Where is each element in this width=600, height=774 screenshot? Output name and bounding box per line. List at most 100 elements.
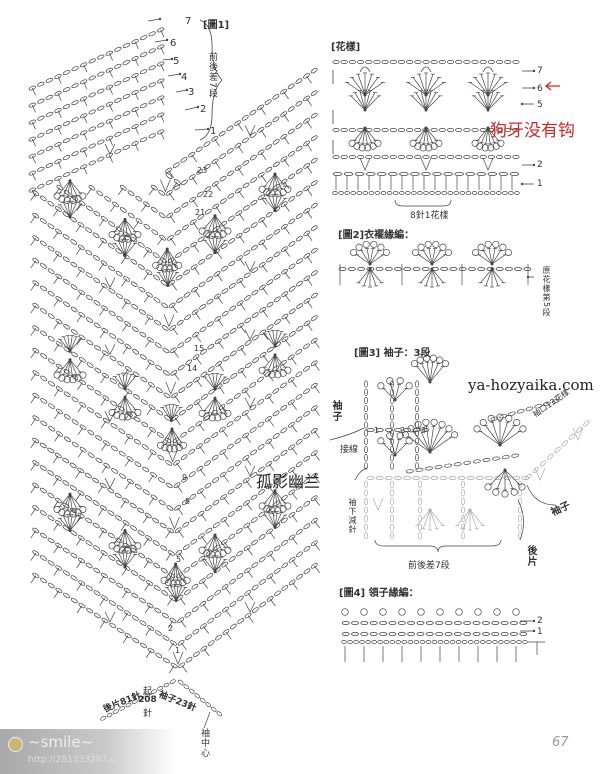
double-crochet-stitch (283, 136, 290, 145)
fan-stitch (69, 515, 77, 531)
chain-stitch (272, 388, 280, 394)
chain-stitch (395, 640, 402, 644)
chain-stitch (86, 317, 94, 323)
chain-stitch (257, 466, 265, 473)
chain-stitch (138, 696, 145, 701)
picot-stitch (284, 366, 292, 374)
chain-stitch (47, 335, 55, 342)
chain-stitch (296, 551, 303, 558)
fan-stitch (412, 77, 427, 96)
figure-3-sleeve-chart (364, 354, 590, 553)
picot-stitch (481, 144, 489, 152)
double-crochet-stitch (306, 300, 313, 309)
double-crochet-stitch (31, 138, 36, 147)
double-crochet-stitch (76, 537, 82, 546)
fan-stitch (485, 127, 489, 144)
double-crochet-stitch (53, 477, 59, 486)
fan-stitch (425, 74, 434, 96)
chain-stitch (250, 494, 258, 501)
picot-stitch (398, 608, 406, 616)
fan-stitch (487, 74, 496, 96)
chain-stitch (287, 83, 295, 90)
double-crochet-stitch (109, 70, 113, 78)
double-crochet-stitch (171, 181, 178, 190)
chain-stitch (465, 172, 475, 176)
fan-stitch (171, 428, 179, 445)
fan-stitch (473, 95, 489, 111)
chain-stitch (519, 621, 528, 625)
fan-stitch (204, 559, 216, 572)
chain-stitch (219, 198, 227, 204)
v-stitch (165, 381, 177, 395)
chain-stitch (177, 342, 185, 348)
chain-stitch (130, 281, 138, 288)
chain-stitch (86, 362, 94, 368)
row-arrow (154, 39, 168, 43)
chain-stitch (137, 264, 145, 270)
chain-stitch (418, 523, 422, 531)
fan-stitch (274, 195, 282, 211)
fan-base (169, 419, 173, 422)
double-crochet-stitch (313, 430, 320, 439)
chain-stitch (288, 286, 296, 292)
chain-stitch (213, 293, 221, 300)
fan-stitch (274, 490, 286, 504)
chain-stitch (539, 460, 547, 467)
chain-stitch (40, 398, 48, 404)
picot-stitch (113, 234, 121, 242)
chain-stitch (403, 267, 412, 271)
chain-stitch (62, 70, 71, 75)
chain-stitch (32, 212, 40, 219)
chain-stitch (138, 552, 146, 559)
double-crochet-stitch (291, 469, 298, 478)
chain-stitch (88, 143, 96, 149)
double-crochet-stitch (100, 375, 106, 384)
picot-stitch (208, 414, 216, 422)
chain-stitch (287, 128, 295, 135)
chain-stitch (509, 172, 520, 176)
chain-stitch (418, 480, 422, 488)
chain-stitch (189, 688, 195, 694)
double-crochet-stitch (30, 440, 37, 449)
fan-stitch (67, 359, 71, 376)
picot-stitch (429, 354, 437, 362)
chain-stitch (514, 267, 523, 271)
fan-stitch (429, 426, 434, 453)
chain-stitch (449, 267, 458, 271)
chain-stitch (441, 191, 447, 195)
double-crochet-stitch (83, 64, 88, 73)
chain-stitch (241, 115, 249, 121)
chain-stitch (390, 515, 394, 523)
fan-stitch (497, 469, 506, 489)
v-stitch (104, 611, 116, 623)
chain-stitch (444, 621, 453, 625)
chain-stitch (32, 302, 40, 309)
picot-arch (482, 66, 494, 73)
picot-stitch (203, 412, 211, 420)
chain-stitch (32, 257, 40, 264)
double-crochet-stitch (165, 530, 171, 539)
chain-stitch (148, 133, 156, 139)
chain-stitch (141, 444, 149, 450)
chain-stitch (47, 290, 55, 297)
chain-stitch (191, 583, 199, 590)
chain-stitch (221, 310, 229, 317)
chain-stitch (32, 235, 40, 241)
fan-base (68, 215, 72, 219)
chain-stitch (251, 539, 258, 546)
double-crochet-stitch (269, 553, 276, 562)
chain-stitch (137, 530, 145, 536)
chain-stitch (421, 428, 430, 432)
double-crochet-stitch (145, 650, 152, 659)
chain-stitch (418, 515, 422, 523)
double-crochet-stitch (193, 266, 200, 275)
chain-stitch (273, 478, 281, 484)
chain-stitch (243, 250, 251, 256)
chain-stitch (375, 476, 384, 480)
fan-stitch (425, 268, 433, 287)
row-arrow-head (170, 57, 174, 61)
chain-stitch (250, 199, 258, 206)
chain-stitch (85, 249, 93, 256)
chain-stitch (37, 149, 45, 155)
chain-stitch (220, 494, 227, 500)
